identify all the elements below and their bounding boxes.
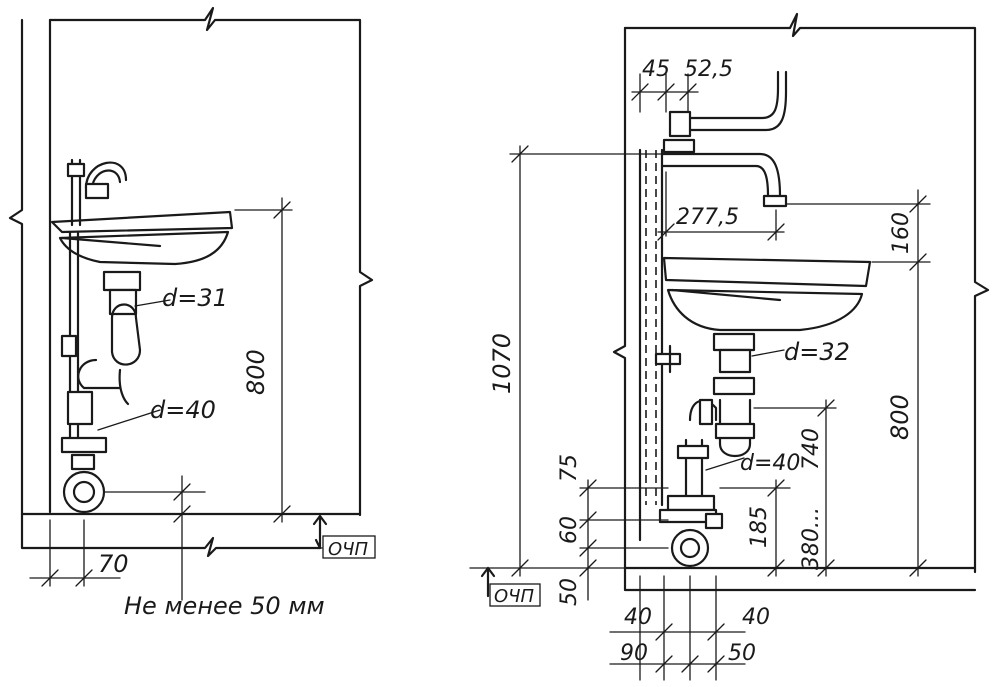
right-view: 45 52,5 277,5 160 1070 d=32 d=40 800 740… bbox=[469, 12, 990, 681]
right-dimensions bbox=[469, 73, 931, 681]
right-label-45: 45 bbox=[642, 57, 670, 82]
right-label-50-bottom: 50 bbox=[728, 641, 756, 666]
right-label-740: 740 bbox=[799, 428, 824, 470]
right-side-valve bbox=[654, 344, 682, 374]
left-label-d40: d=40 bbox=[150, 396, 216, 424]
right-riser-pipes bbox=[638, 148, 664, 542]
right-label-277-5: 277,5 bbox=[676, 205, 739, 230]
right-trap bbox=[712, 332, 756, 458]
right-label-52-5: 52,5 bbox=[684, 57, 733, 82]
right-label-380: 380... bbox=[799, 507, 824, 570]
left-faucet bbox=[66, 158, 128, 227]
right-label-40-right: 40 bbox=[742, 605, 770, 630]
right-label-185: 185 bbox=[747, 506, 772, 548]
left-label-floor: ОЧП bbox=[328, 539, 369, 560]
right-label-160: 160 bbox=[889, 212, 914, 254]
right-label-d32: d=32 bbox=[784, 338, 850, 366]
right-outlet bbox=[658, 398, 724, 568]
right-label-1070: 1070 bbox=[488, 333, 516, 394]
left-label-clearance: Не менее 50 мм bbox=[124, 592, 325, 620]
left-label-800: 800 bbox=[242, 349, 270, 395]
right-wall-outline bbox=[612, 12, 990, 592]
left-wall-outline bbox=[8, 6, 374, 558]
right-label-50-vertical: 50 bbox=[557, 578, 582, 606]
right-lower-faucet bbox=[660, 138, 788, 208]
right-label-floor: ОЧП bbox=[494, 586, 535, 607]
right-basin bbox=[662, 256, 872, 332]
right-label-90: 90 bbox=[620, 641, 648, 666]
right-label-60: 60 bbox=[557, 516, 582, 544]
right-label-800: 800 bbox=[886, 394, 914, 440]
left-label-d31: d=31 bbox=[162, 284, 228, 312]
right-upper-faucet bbox=[668, 70, 788, 138]
left-supply-riser bbox=[60, 230, 108, 454]
right-label-d40: d=40 bbox=[740, 451, 800, 476]
left-label-70: 70 bbox=[98, 550, 129, 578]
left-trap bbox=[77, 270, 142, 406]
left-view: d=31 d=40 800 70 Не менее 50 мм ОЧП bbox=[8, 6, 376, 620]
left-outlet-pipe bbox=[62, 453, 106, 514]
right-label-40-left: 40 bbox=[624, 605, 652, 630]
right-label-75: 75 bbox=[557, 454, 582, 482]
left-dimensions bbox=[29, 197, 376, 601]
